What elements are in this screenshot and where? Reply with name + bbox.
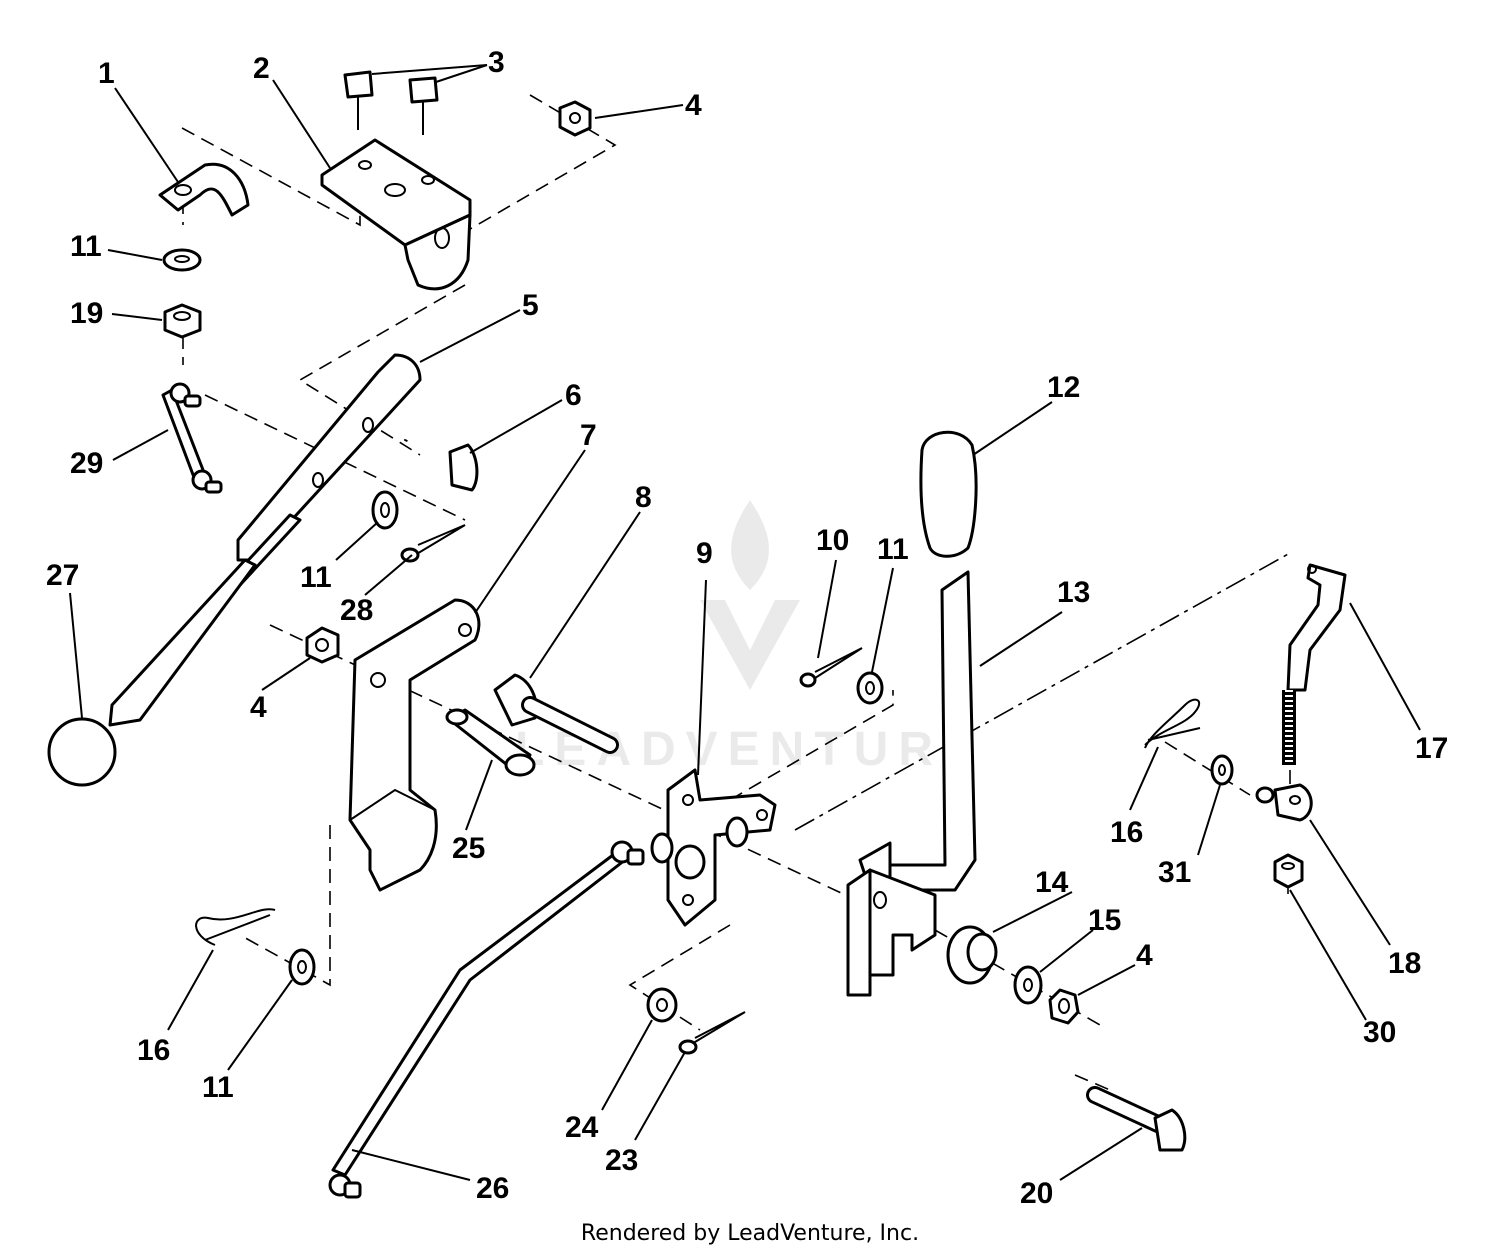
part-20-bolt <box>1086 1086 1187 1152</box>
part-15-washer <box>1013 965 1043 1005</box>
part-13-lever <box>846 570 977 997</box>
callout-8: 8 <box>635 481 652 514</box>
part-11-washer-bottom <box>288 948 316 986</box>
part-12-grip <box>919 430 978 558</box>
callout-24: 24 <box>565 1111 599 1144</box>
callout-23: 23 <box>605 1144 638 1177</box>
part-19-nut <box>163 303 202 339</box>
callout-11-right: 11 <box>877 533 909 566</box>
callout-15: 15 <box>1088 904 1121 937</box>
part-14-bushing <box>946 925 998 985</box>
callout-labels: 1 2 3 4 5 6 7 8 9 10 11 11 11 11 12 13 1… <box>46 46 1448 1210</box>
callout-12: 12 <box>1047 371 1080 404</box>
callout-26: 26 <box>476 1172 509 1205</box>
callout-11-bottom: 11 <box>202 1071 234 1104</box>
part-25-spacer <box>445 708 536 777</box>
part-24-washer <box>646 987 678 1023</box>
callout-27: 27 <box>46 559 79 592</box>
part-23-cotter-pin <box>678 1011 746 1055</box>
callout-11-mid: 11 <box>300 561 332 594</box>
part-26-rod <box>328 840 645 1199</box>
part-1-clip <box>158 162 250 217</box>
part-5-lever <box>108 353 422 727</box>
callout-31: 31 <box>1158 856 1191 889</box>
part-11-washer-right <box>856 671 884 705</box>
callout-1: 1 <box>98 57 115 90</box>
callout-19: 19 <box>70 297 103 330</box>
callout-20: 20 <box>1020 1177 1053 1210</box>
callout-18: 18 <box>1388 947 1421 980</box>
callout-16-left: 16 <box>137 1034 170 1067</box>
callout-28: 28 <box>340 594 373 627</box>
callout-5: 5 <box>522 289 539 322</box>
callout-9: 9 <box>696 537 713 570</box>
part-27-knob <box>47 717 117 787</box>
callout-4-top: 4 <box>685 89 702 122</box>
part-4-nut-right <box>1048 988 1080 1025</box>
callout-2: 2 <box>253 52 270 85</box>
part-7-bracket <box>348 598 481 892</box>
part-3-bolts <box>343 70 439 135</box>
callout-17: 17 <box>1415 732 1448 765</box>
callout-3: 3 <box>488 46 505 79</box>
part-4-nut-left <box>305 626 340 664</box>
callout-10: 10 <box>816 524 849 557</box>
assembly-lines <box>181 94 1291 1091</box>
callout-13: 13 <box>1057 576 1090 609</box>
callout-6: 6 <box>565 379 582 412</box>
part-16-hairpin-left <box>195 908 276 946</box>
part-9-plate <box>650 768 777 927</box>
callout-30: 30 <box>1363 1016 1396 1049</box>
callout-29: 29 <box>70 447 103 480</box>
callout-11-top: 11 <box>70 230 102 263</box>
callout-7: 7 <box>580 419 597 452</box>
part-31-washer <box>1210 754 1234 786</box>
callout-4-left: 4 <box>250 691 267 724</box>
callout-4-right: 4 <box>1136 939 1153 972</box>
part-16-hairpin-right <box>1144 698 1201 749</box>
part-11-washer-mid <box>371 490 399 530</box>
part-29-link <box>161 382 223 494</box>
part-28-cotter-pin <box>400 524 466 563</box>
callout-25: 25 <box>452 832 485 865</box>
part-6-bolt <box>404 436 479 492</box>
part-2-bracket <box>320 138 472 291</box>
part-17-threaded-rod <box>1282 563 1347 765</box>
part-30-nut <box>1273 853 1304 889</box>
leader-lines <box>69 64 1421 1181</box>
part-11-washer-top <box>162 248 202 272</box>
part-18-swivel-collar <box>1255 783 1313 822</box>
callout-14: 14 <box>1035 866 1069 899</box>
footer-credit: Rendered by LeadVenture, Inc. <box>581 1221 919 1246</box>
part-8-bolt <box>493 673 619 754</box>
part-4-nut-top <box>558 100 592 137</box>
callout-16-right: 16 <box>1110 816 1143 849</box>
part-10-cotter-pin <box>799 647 863 688</box>
